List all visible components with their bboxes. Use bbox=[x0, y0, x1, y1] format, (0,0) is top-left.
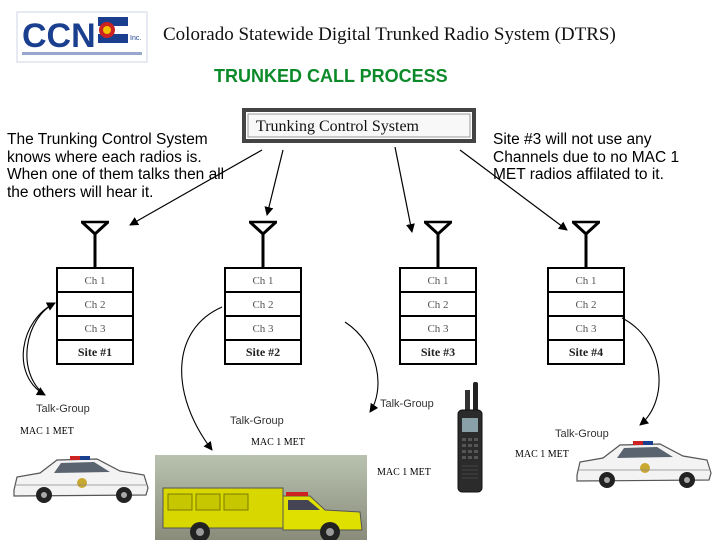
site-label-cell bbox=[547, 339, 625, 365]
channel-label: Ch 2 bbox=[84, 299, 105, 311]
control-links bbox=[129, 146, 568, 233]
link-control-site-3 bbox=[394, 146, 415, 233]
link-car1-to-site1 bbox=[26, 302, 56, 396]
page-title: TRUNKED CALL PROCESS bbox=[214, 66, 448, 86]
ccnc-logo: CCN Inc. bbox=[16, 11, 148, 63]
group-label-2: MAC 1 MET bbox=[251, 437, 305, 448]
group-label-4: MAC 1 MET bbox=[515, 449, 569, 460]
left-explanation-text: The Trunking Control System knows where … bbox=[7, 131, 225, 201]
site-3: Ch 1 Ch 2 Ch 3 Site #3 bbox=[399, 220, 477, 365]
trunking-control-system-box bbox=[242, 108, 476, 143]
antenna-icon bbox=[571, 220, 601, 268]
talk-group-label-3: Talk-Group bbox=[380, 398, 434, 410]
channel-label: Ch 3 bbox=[427, 323, 449, 335]
group-label-1: MAC 1 MET bbox=[20, 426, 74, 437]
site-label: Site #2 bbox=[246, 345, 280, 359]
handheld-radio-icon bbox=[457, 382, 483, 493]
channel-label: Ch 1 bbox=[427, 275, 448, 287]
channel-label: Ch 1 bbox=[252, 275, 273, 287]
antenna-icon bbox=[248, 220, 278, 268]
talk-group-label-2: Talk-Group bbox=[230, 415, 284, 427]
channel-label: Ch 3 bbox=[84, 323, 106, 335]
link-site2-to-truck bbox=[181, 306, 223, 451]
site-label-cell bbox=[399, 339, 477, 365]
police-car-icon bbox=[576, 441, 712, 488]
channel-label: Ch 2 bbox=[252, 299, 273, 311]
antenna-icon bbox=[80, 220, 110, 268]
channel-cell bbox=[56, 267, 134, 293]
site-label: Site #1 bbox=[78, 345, 112, 359]
link-control-site-4 bbox=[459, 149, 568, 231]
channel-cell bbox=[399, 315, 477, 341]
talk-group-label-1: Talk-Group bbox=[36, 403, 90, 415]
right-explanation-text: Site #3 will not use any Channels due to… bbox=[493, 131, 680, 183]
link-control-site-2 bbox=[264, 149, 284, 216]
channel-label: Ch 1 bbox=[575, 275, 596, 287]
channel-label: Ch 2 bbox=[427, 299, 448, 311]
channel-cell bbox=[224, 291, 302, 317]
site-label-cell bbox=[56, 339, 134, 365]
site-label-cell bbox=[224, 339, 302, 365]
control-system-label: Trunking Control System bbox=[256, 118, 419, 135]
logo-text: CCN bbox=[22, 17, 96, 55]
logo-suffix: Inc. bbox=[130, 35, 141, 42]
org-title: Colorado Statewide Digital Trunked Radio… bbox=[163, 24, 616, 45]
site-label: Site #4 bbox=[569, 345, 603, 359]
channel-label: Ch 3 bbox=[252, 323, 274, 335]
site-1: Ch 1 Ch 2 Ch 3 Site #1 bbox=[56, 220, 134, 365]
channel-cell bbox=[547, 291, 625, 317]
radio-links bbox=[22, 302, 660, 451]
channel-label: Ch 3 bbox=[575, 323, 597, 335]
talk-group-label-4: Talk-Group bbox=[555, 428, 609, 440]
channel-cell bbox=[547, 267, 625, 293]
fire-truck-icon bbox=[162, 487, 363, 540]
site-2: Ch 1 Ch 2 Ch 3 Site #2 bbox=[224, 220, 302, 365]
channel-cell bbox=[224, 315, 302, 341]
antenna-icon bbox=[423, 220, 453, 268]
colorado-flag-icon bbox=[98, 17, 128, 43]
police-car-icon bbox=[13, 456, 149, 503]
channel-label: Ch 2 bbox=[575, 299, 596, 311]
site-4: Ch 1 Ch 2 Ch 3 Site #4 bbox=[547, 220, 625, 365]
channel-cell bbox=[399, 291, 477, 317]
link-site2-to-handheld bbox=[344, 321, 379, 413]
group-label-3: MAC 1 MET bbox=[377, 467, 431, 478]
link-site4-to-car2 bbox=[621, 317, 660, 426]
site-label: Site #3 bbox=[421, 345, 455, 359]
channel-cell bbox=[399, 267, 477, 293]
channel-label: Ch 1 bbox=[84, 275, 105, 287]
link-control-site-1 bbox=[129, 149, 263, 226]
